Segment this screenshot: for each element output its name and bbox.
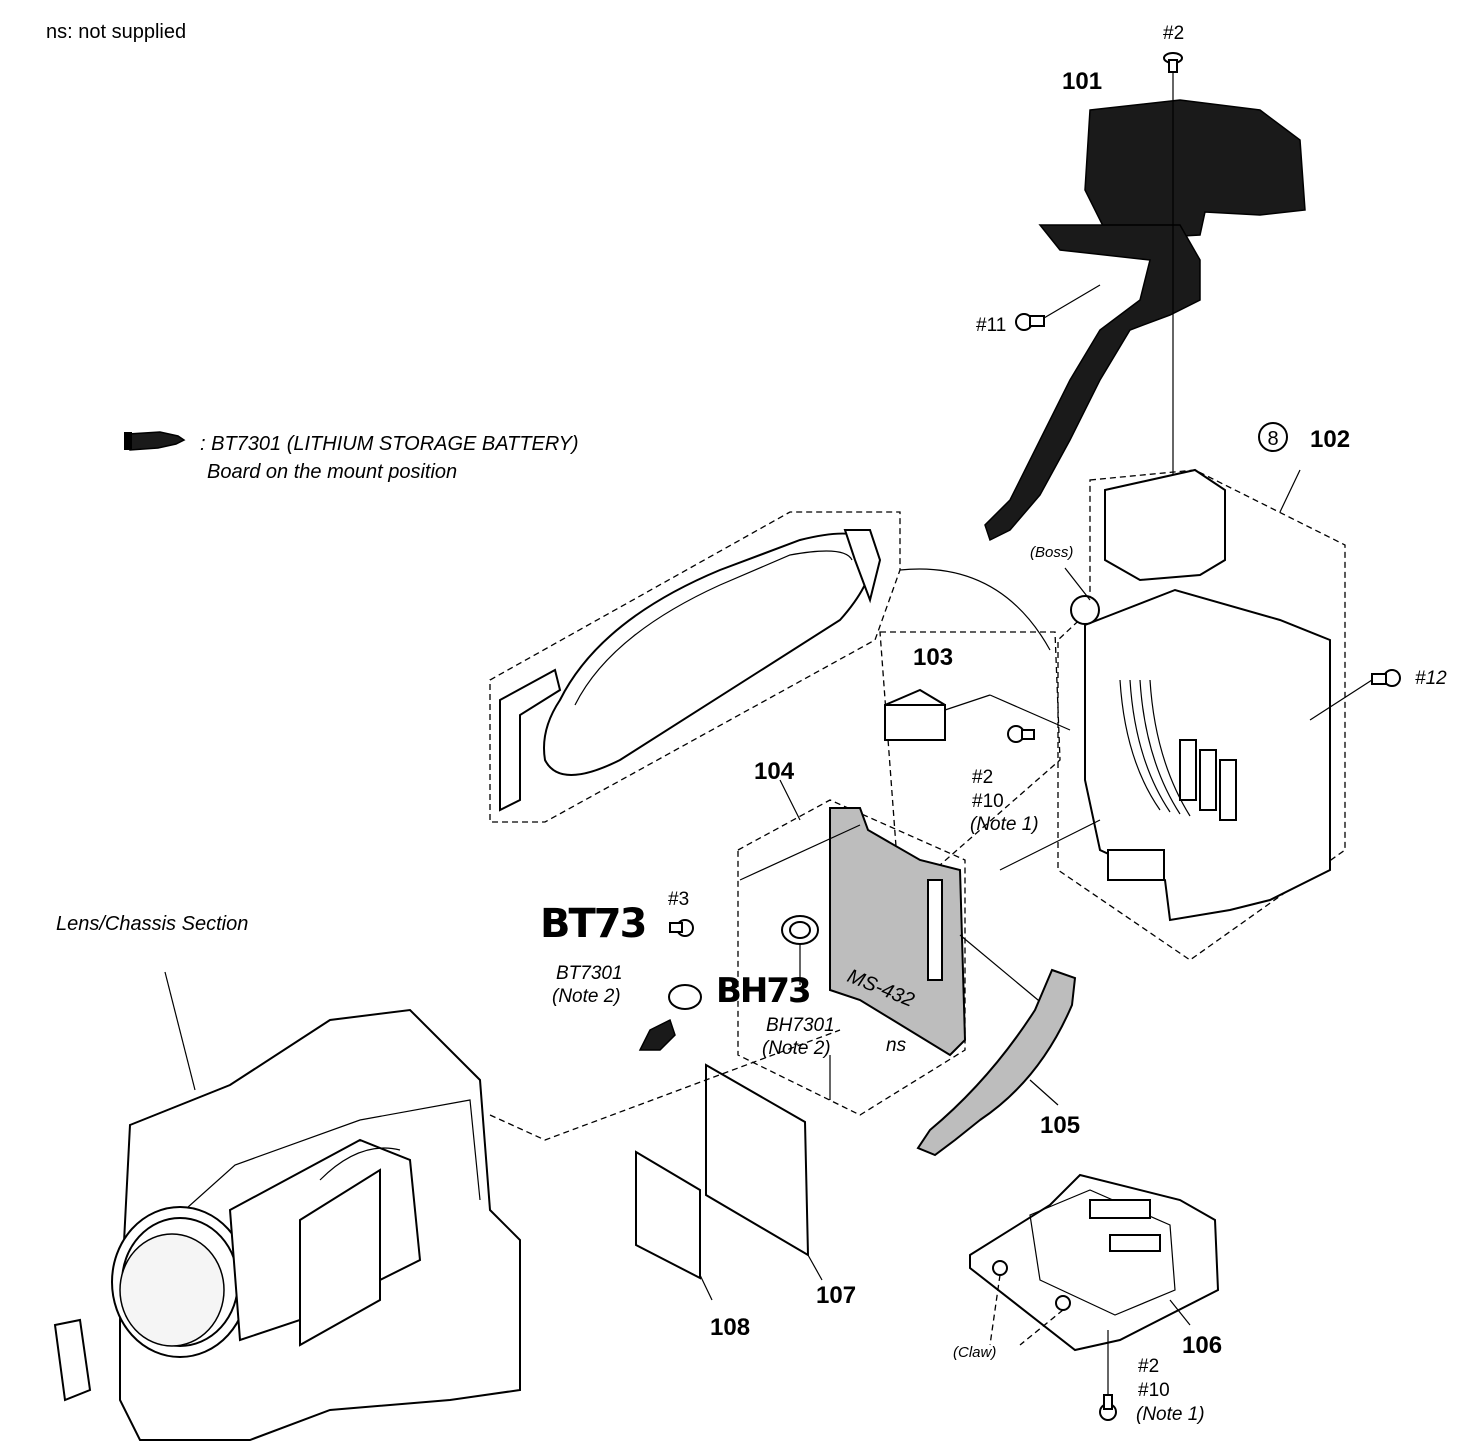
part-103-block — [884, 688, 946, 742]
screw-top-icon — [1163, 52, 1183, 73]
label-screw-top: #2 — [1163, 23, 1185, 44]
part-107-sheet — [705, 1063, 810, 1257]
label-bottom-screw-10: #10 — [1138, 1380, 1170, 1401]
part-102-mechanism — [1070, 468, 1331, 922]
handwritten-bh73: BH73 — [716, 971, 812, 1011]
part-102-outline — [1057, 469, 1346, 961]
label-screw-11: #11 — [976, 315, 1007, 336]
part-103-outline — [879, 631, 1061, 902]
label-103: 103 — [913, 644, 954, 671]
lens-chassis-label: Lens/Chassis Section — [56, 913, 249, 935]
battery-holder-bh7301 — [781, 915, 819, 945]
part-104-outline — [737, 799, 966, 1116]
label-bt7301-note2: (Note 2) — [552, 986, 621, 1007]
legend-board-line: Board on the mount position — [207, 461, 458, 483]
label-102: 102 — [1310, 426, 1351, 453]
label-claw: (Claw) — [953, 1344, 997, 1361]
label-bottom-note1: (Note 1) — [1136, 1404, 1205, 1425]
label-mid-screw-2: #2 — [972, 767, 994, 788]
label-mid-screw-10: #10 — [972, 791, 1004, 812]
handwritten-bt73: BT73 — [540, 901, 647, 947]
label-boss: (Boss) — [1030, 544, 1074, 561]
label-bt7301: BT7301 — [556, 963, 623, 984]
screw-11-icon — [1015, 313, 1045, 331]
part-105-sheet — [916, 968, 1077, 1157]
label-107: 107 — [816, 1282, 857, 1309]
screw-2-bottom-icon — [1099, 1394, 1117, 1421]
label-ns: ns — [886, 1035, 907, 1056]
screw-3-icon — [669, 919, 694, 937]
part-106-unit — [969, 1173, 1220, 1352]
label-102-circle: 8 — [1258, 422, 1288, 452]
cover-outline — [489, 511, 901, 823]
lens-chassis-section — [53, 1008, 521, 1441]
part-101-flex-assembly — [984, 99, 1306, 542]
legend-battery-line: : BT7301 (LITHIUM STORAGE BATTERY) — [200, 433, 579, 455]
label-screw-12: #12 — [1415, 668, 1447, 689]
label-101: 101 — [1062, 68, 1103, 95]
label-106: 106 — [1182, 1332, 1223, 1359]
part-108-sheet — [635, 1150, 701, 1280]
not-supplied-note: ns: not supplied — [46, 21, 187, 43]
label-105: 105 — [1040, 1112, 1081, 1139]
part-104-board — [829, 807, 967, 1057]
battery-bt7301 — [638, 984, 702, 1051]
label-bh7301: BH7301 — [766, 1015, 835, 1036]
label-bh7301-note2: (Note 2) — [762, 1038, 831, 1059]
label-bottom-screw-2: #2 — [1138, 1356, 1160, 1377]
label-104: 104 — [754, 758, 795, 785]
pointer-hand-icon — [124, 431, 186, 451]
screw-12-icon — [1371, 669, 1401, 687]
screw-2-mid-icon — [1007, 725, 1035, 743]
cover-part — [499, 529, 882, 812]
label-screw-3: #3 — [668, 889, 690, 910]
label-108: 108 — [710, 1314, 751, 1341]
label-mid-note1: (Note 1) — [970, 814, 1039, 835]
